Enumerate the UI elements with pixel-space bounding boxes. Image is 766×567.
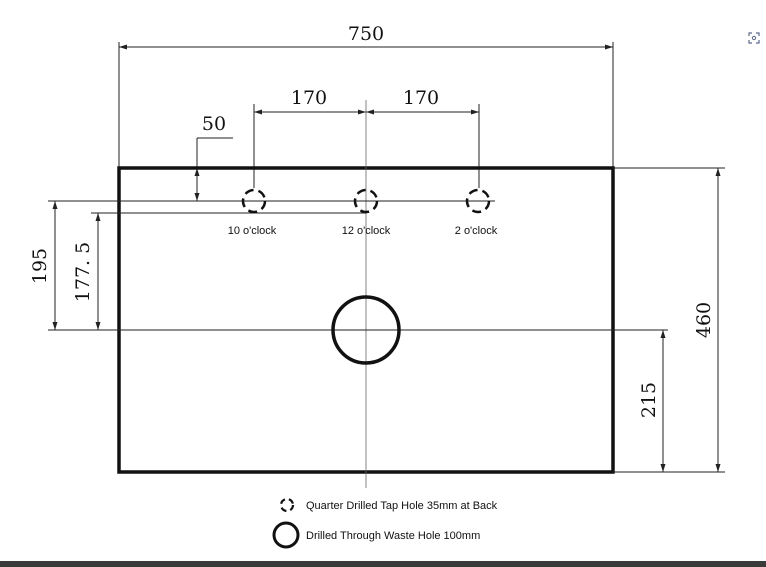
tap-label-12: 12 o'clock [342, 225, 391, 237]
waste-hole [331, 295, 401, 365]
width-label: 750 [348, 23, 384, 45]
width-dimension: 750 [118, 23, 614, 168]
dimension-460-label: 460 [693, 302, 715, 338]
center-lines [48, 100, 668, 488]
tap-hole-2-oclock [465, 188, 491, 214]
tap-hole-12-oclock [353, 188, 379, 214]
tap-spacing-right-label: 170 [403, 87, 439, 109]
legend-waste-hole-icon [272, 521, 300, 549]
legend: Quarter Drilled Tap Hole 35mm at Back Dr… [272, 497, 498, 549]
legend-tap-hole-icon [279, 497, 295, 513]
tap-spacing-dimension: 170 170 [253, 87, 480, 188]
dimension-177-5: 177. 5 [72, 213, 101, 330]
tap-offset-dimension: 50 [194, 113, 233, 201]
tap-label-2: 2 o'clock [455, 225, 498, 237]
dimension-215: 215 [638, 330, 666, 472]
tap-holes: 10 o'clock 12 o'clock 2 o'clock [228, 188, 498, 237]
zoom-icon[interactable] [748, 31, 760, 44]
tap-hole-10-oclock [241, 188, 267, 214]
legend-tap-hole-label: Quarter Drilled Tap Hole 35mm at Back [306, 500, 498, 512]
bottom-bar [0, 561, 766, 567]
tap-offset-label: 50 [202, 113, 226, 135]
dimension-195: 195 [29, 201, 58, 330]
zoom-icon-glyph [748, 32, 760, 44]
dimension-195-label: 195 [29, 248, 51, 284]
tap-spacing-left-label: 170 [291, 87, 327, 109]
dimension-460: 460 [613, 167, 725, 473]
dimension-215-label: 215 [638, 382, 660, 418]
legend-waste-hole-label: Drilled Through Waste Hole 100mm [306, 530, 480, 542]
dimension-177-5-label: 177. 5 [72, 242, 94, 302]
tap-label-10: 10 o'clock [228, 225, 277, 237]
